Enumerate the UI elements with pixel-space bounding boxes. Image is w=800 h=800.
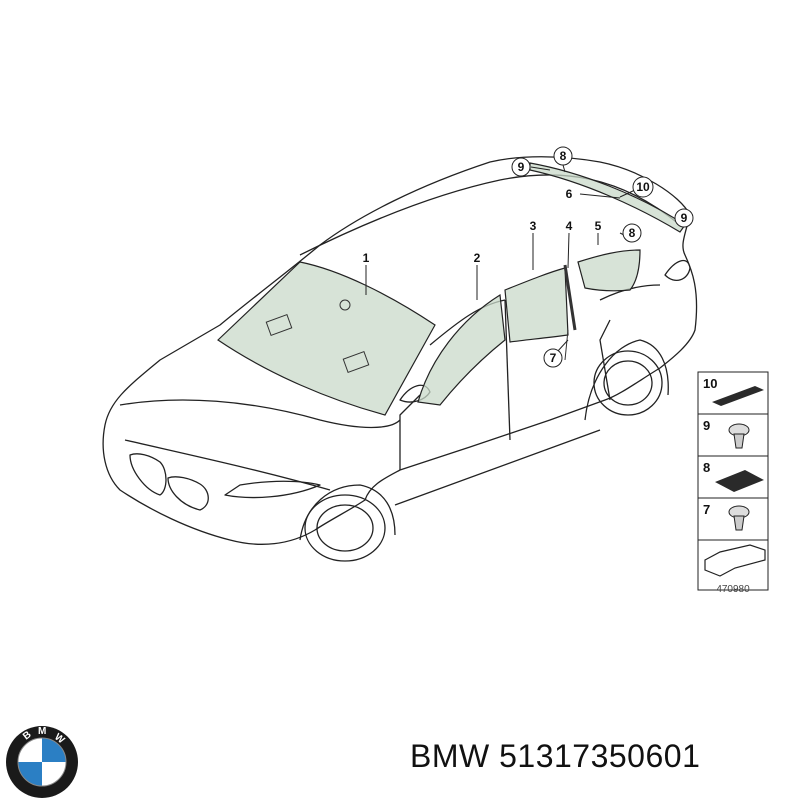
windshield-glass bbox=[217, 261, 436, 416]
svg-text:10: 10 bbox=[636, 180, 650, 194]
callout-8b: 8 bbox=[622, 223, 642, 243]
clip-icon bbox=[728, 505, 750, 531]
callout-9b: 9 bbox=[674, 208, 694, 228]
svg-text:7: 7 bbox=[703, 502, 710, 517]
svg-text:M: M bbox=[38, 726, 46, 737]
callout-9a: 9 bbox=[511, 157, 531, 177]
svg-text:9: 9 bbox=[681, 211, 688, 225]
front-door-glass bbox=[417, 293, 506, 406]
callout-8a: 8 bbox=[553, 146, 573, 166]
car-outline bbox=[102, 156, 698, 562]
arrow-icon bbox=[704, 544, 766, 577]
callouts: 1 2 3 4 5 6 7 8 8 9 9 10 bbox=[363, 146, 694, 368]
svg-text:8: 8 bbox=[703, 460, 710, 475]
callout-10: 10 bbox=[632, 176, 654, 198]
clip-icon bbox=[728, 423, 750, 449]
svg-text:7: 7 bbox=[550, 351, 557, 365]
callout-1: 1 bbox=[363, 251, 370, 265]
callout-4: 4 bbox=[566, 219, 573, 233]
quarter-glass bbox=[577, 249, 641, 292]
svg-text:9: 9 bbox=[518, 160, 525, 174]
svg-text:10: 10 bbox=[703, 376, 717, 391]
svg-text:8: 8 bbox=[560, 149, 567, 163]
parts-legend: 10 9 8 7 470980 bbox=[697, 371, 769, 595]
legend-row-10: 10 bbox=[703, 376, 764, 406]
callout-3: 3 bbox=[530, 219, 537, 233]
brand-name: BMW bbox=[410, 738, 490, 774]
rear-spoiler-strip bbox=[529, 162, 686, 233]
pad-icon bbox=[715, 470, 764, 492]
callout-6: 6 bbox=[566, 187, 573, 201]
leader-lines bbox=[365, 164, 683, 353]
foam-strip-icon bbox=[712, 386, 764, 406]
legend-row-8: 8 bbox=[703, 460, 764, 492]
glass-panels bbox=[217, 162, 686, 416]
glass-details bbox=[265, 264, 577, 373]
callout-2: 2 bbox=[474, 251, 481, 265]
legend-row-9: 9 bbox=[703, 418, 750, 449]
bmw-logo: B M W bbox=[6, 726, 78, 798]
svg-text:8: 8 bbox=[629, 226, 636, 240]
callout-5: 5 bbox=[595, 219, 602, 233]
callout-7: 7 bbox=[543, 348, 563, 368]
part-caption: BMW 51317350601 bbox=[410, 738, 790, 775]
reference-code: 470980 bbox=[716, 584, 750, 595]
rear-door-glass bbox=[504, 267, 569, 343]
svg-text:9: 9 bbox=[703, 418, 710, 433]
legend-row-7: 7 bbox=[703, 502, 750, 531]
part-number: 51317350601 bbox=[499, 738, 701, 774]
